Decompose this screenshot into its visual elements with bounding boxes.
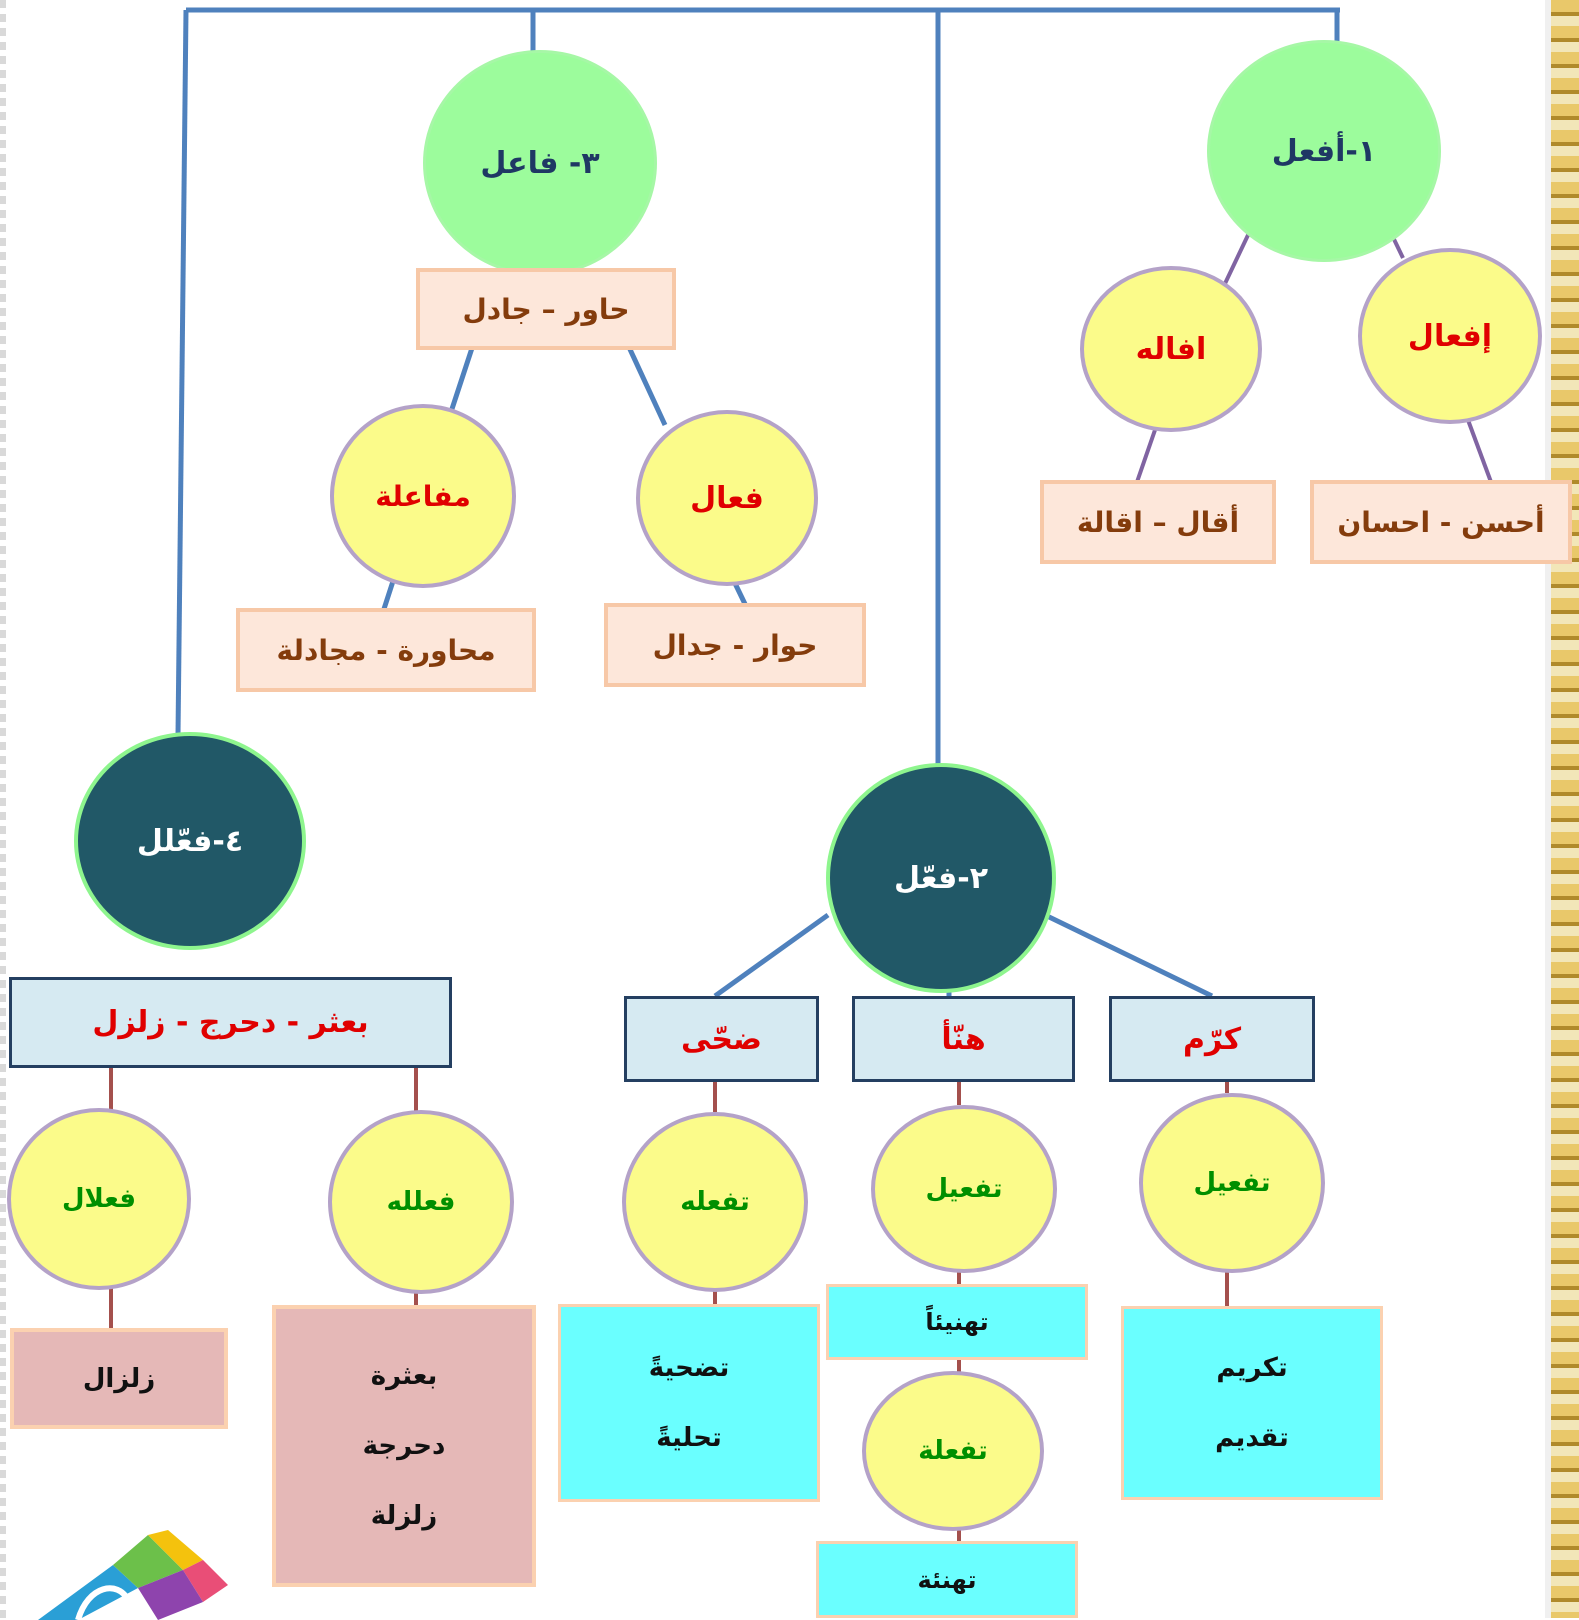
b2-examples-box-1: تكريم تقديم <box>1121 1306 1383 1500</box>
b3-right-pattern-label: فعال <box>690 480 764 516</box>
b3-right-example: حوار - جدال <box>652 628 818 662</box>
b2-pattern2-node: تفعلة <box>862 1371 1044 1531</box>
b4-right-example-3: زلزلة <box>370 1501 438 1531</box>
ornamental-border-icon <box>1545 0 1579 1618</box>
b2-example-3b: تحليةً <box>656 1423 722 1453</box>
b2-pattern-1: تفعيل <box>1193 1168 1271 1198</box>
b3-right-example-box: حوار - جدال <box>604 603 866 687</box>
branch-1-node: ١-أفعل <box>1207 40 1441 262</box>
b3-verbs: حاور – جادل <box>462 292 630 326</box>
b2-example2: تهنئة <box>917 1565 977 1594</box>
b3-left-pattern-node: مفاعلة <box>330 404 516 588</box>
b2-pattern-2: تفعيل <box>925 1174 1003 1204</box>
b1-left-pattern-label: إفعال <box>1407 318 1493 354</box>
b2-examples-box-3: تضحيةً تحليةً <box>558 1304 820 1502</box>
branch-4-node: ٤-فعّلل <box>74 732 306 950</box>
branch-1-title: ١-أفعل <box>1271 133 1377 169</box>
b2-verb-box-3: ضحّى <box>624 996 819 1082</box>
b2-example-1a: تكريم <box>1216 1353 1288 1383</box>
b2-verb-2: هنّأ <box>941 1021 986 1057</box>
b2-example-3a: تضحيةً <box>648 1353 730 1383</box>
b1-right-pattern-label: افاله <box>1135 331 1207 367</box>
b2-example-2: تهنيئاً <box>925 1308 989 1336</box>
b4-verbs-box: بعثر - دحرج - زلزل <box>9 977 452 1068</box>
b2-verb-1: كرّم <box>1182 1021 1242 1057</box>
b2-pattern-node-1: تفعيل <box>1139 1093 1325 1273</box>
b3-right-pattern-node: فعال <box>636 410 818 586</box>
branch-3-node: ٣- فاعل <box>423 50 657 276</box>
b2-example2-box: تهنئة <box>816 1541 1078 1618</box>
b2-pattern-3: تفعله <box>680 1187 750 1217</box>
b3-left-example: محاورة - مجادلة <box>276 633 496 667</box>
b2-example-1b: تقديم <box>1215 1423 1289 1453</box>
b4-right-pattern-label: فعلله <box>386 1187 456 1217</box>
left-dashed-border <box>0 0 6 1618</box>
b2-pattern-node-2: تفعيل <box>871 1105 1057 1273</box>
b4-right-pattern-node: فعلله <box>328 1110 514 1294</box>
b4-left-pattern-label: فعلال <box>62 1184 137 1214</box>
b3-verbs-box: حاور – جادل <box>416 268 676 350</box>
branch-2-node: ٢-فعّل <box>826 763 1056 993</box>
b2-pattern2: تفعلة <box>918 1436 988 1466</box>
b4-left-example-box: زلزال <box>10 1328 228 1429</box>
b4-verbs: بعثر - دحرج - زلزل <box>92 1005 369 1040</box>
colorful-logo-icon <box>38 1530 228 1620</box>
b3-left-example-box: محاورة - مجادلة <box>236 608 536 692</box>
b2-verb-3: ضحّى <box>681 1021 762 1057</box>
b2-example-box-2: تهنيئاً <box>826 1284 1088 1360</box>
branch-3-title: ٣- فاعل <box>480 145 600 181</box>
b4-left-example: زلزال <box>82 1363 156 1394</box>
branch-2-title: ٢-فعّل <box>893 860 989 896</box>
branch-4-title: ٤-فعّلل <box>136 823 244 859</box>
b1-left-example-box: أحسن - احسان <box>1310 480 1572 564</box>
b4-right-example-2: دحرجة <box>362 1431 446 1461</box>
b2-verb-box-2: هنّأ <box>852 996 1075 1082</box>
b1-right-example: أقال – اقالة <box>1076 505 1240 539</box>
b1-right-example-box: أقال – اقالة <box>1040 480 1276 564</box>
b3-left-pattern-label: مفاعلة <box>375 479 471 513</box>
b1-right-pattern-node: افاله <box>1080 266 1262 432</box>
b4-left-pattern-node: فعلال <box>7 1108 191 1290</box>
b4-right-examples-box: بعثرة دحرجة زلزلة <box>272 1305 536 1587</box>
b1-left-pattern-node: إفعال <box>1358 248 1542 424</box>
b1-left-example: أحسن - احسان <box>1337 505 1545 539</box>
b4-right-example-1: بعثرة <box>370 1361 438 1391</box>
b2-verb-box-1: كرّم <box>1109 996 1315 1082</box>
b2-pattern-node-3: تفعله <box>622 1112 808 1292</box>
